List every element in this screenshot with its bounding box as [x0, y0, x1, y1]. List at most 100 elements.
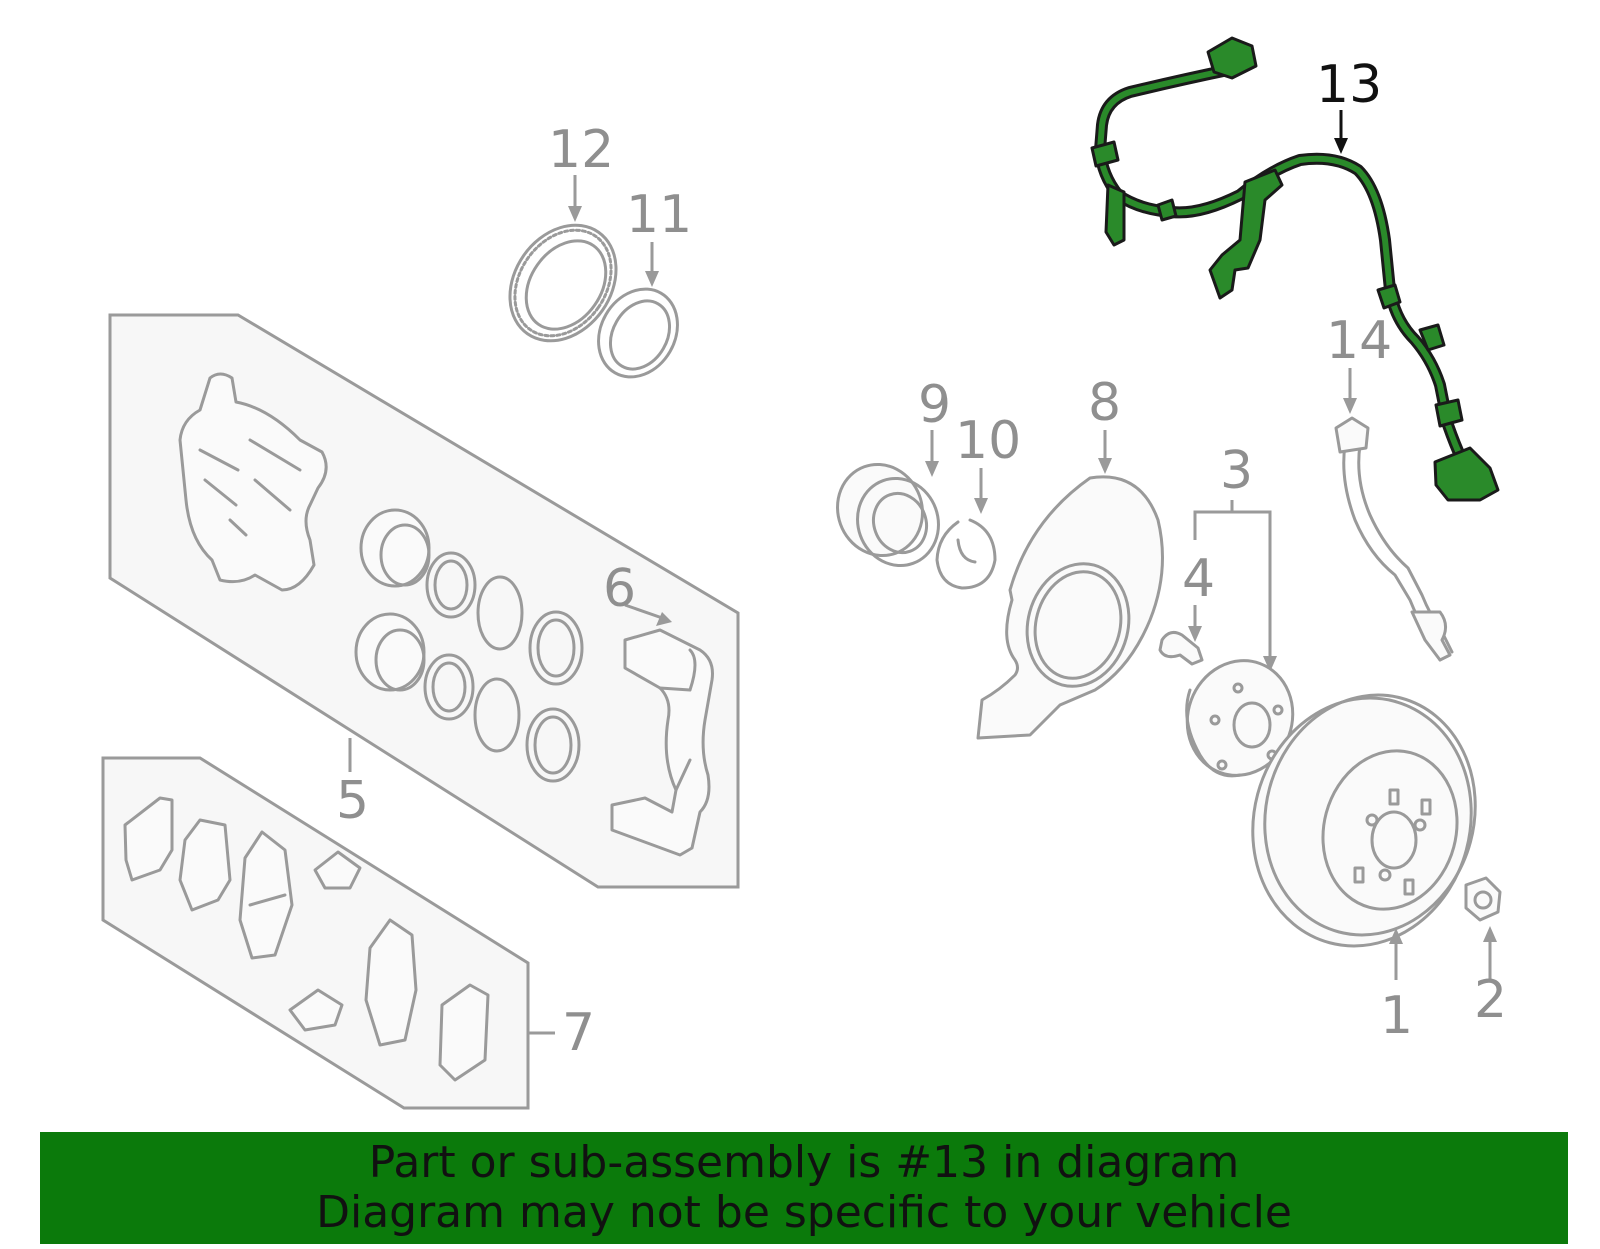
abs-sensor-group: 13 [1090, 36, 1500, 502]
arrow-8 [1098, 458, 1112, 474]
arrow-12 [568, 206, 582, 222]
sensor-grommet-1 [1090, 140, 1120, 168]
arrow-6 [656, 612, 672, 626]
seal-6-inner [533, 715, 573, 775]
callout-13: 13 [1316, 55, 1382, 115]
pad-clip-2 [288, 988, 344, 1032]
sensor-bracket-1 [1104, 183, 1126, 247]
arrow-1 [1389, 928, 1403, 944]
bearing-inner [872, 491, 928, 555]
seal-4-inner [431, 661, 467, 713]
arrow-13 [1334, 138, 1348, 154]
brake-hose-bracket [1410, 610, 1452, 662]
callout-6: 6 [603, 559, 636, 619]
pad-1 [178, 818, 232, 912]
rotor-group: 1 2 [1251, 693, 1507, 1046]
splash-shield-group: 8 [976, 373, 1164, 740]
ring-12-outer [508, 223, 618, 343]
sensor-connector [1206, 36, 1258, 80]
rotor-vent-4 [1403, 878, 1415, 896]
piston-lower-inner [374, 628, 426, 692]
rotor-center [1370, 810, 1418, 870]
sensor-head [1433, 446, 1500, 502]
arrow-10 [974, 498, 988, 514]
wheel-bolt [1158, 630, 1204, 666]
pad-2 [238, 830, 294, 960]
arrow-14 [1343, 398, 1357, 414]
banner-line-disclaimer: Diagram may not be specific to your vehi… [316, 1187, 1292, 1238]
bearing-group: 9 10 [836, 375, 1021, 590]
caliper-detail [198, 438, 302, 537]
pad-2-slot [248, 893, 287, 907]
brake-hose-group: 14 [1326, 311, 1454, 662]
splash-shield-hole-inner [1033, 570, 1123, 680]
snap-ring [935, 518, 997, 590]
ring-12-teeth [513, 228, 613, 338]
caliper-bracket [610, 628, 714, 857]
arrow-4 [1188, 626, 1202, 642]
rotor-edge [1263, 693, 1477, 937]
rotor-vent-1 [1388, 788, 1400, 806]
rotor-bolt-hole-1 [1365, 813, 1379, 827]
seal-rings-group: 12 11 [508, 120, 692, 379]
callout-3: 3 [1220, 441, 1253, 501]
seal-3-inner [536, 618, 576, 678]
arrow-11 [645, 271, 659, 287]
arrow-9 [925, 461, 939, 477]
sensor-wire [1097, 57, 1465, 463]
seal-6 [525, 707, 581, 783]
caliper-body [178, 372, 328, 592]
seal-4 [423, 653, 475, 721]
ring-12-inner [524, 239, 608, 331]
callout-5: 5 [336, 771, 369, 831]
hub-stud-1 [1232, 682, 1244, 694]
info-banner: Part or sub-assembly is #13 in diagram D… [40, 1132, 1568, 1244]
brake-pad-kit-group: 7 [101, 756, 595, 1110]
rotor-outer [1251, 696, 1473, 948]
seal-3 [528, 610, 584, 686]
hub-nut-hole [1473, 890, 1493, 910]
callout-7: 7 [562, 1003, 595, 1063]
hub-group: 3 4 [1158, 441, 1295, 778]
splash-shield [976, 475, 1164, 740]
sensor-clip-2 [1376, 283, 1402, 310]
sensor-wire-outline [1094, 54, 1468, 466]
seal-1 [425, 551, 477, 619]
bearing-outer [836, 462, 924, 558]
callout-12: 12 [548, 120, 614, 180]
hub-stud-5 [1209, 714, 1221, 726]
sensor-grommet-2 [1418, 323, 1446, 352]
callout-11: 11 [626, 185, 692, 245]
callout-9: 9 [918, 375, 951, 435]
banner-line-part-number: Part or sub-assembly is #13 in diagram [368, 1137, 1240, 1188]
rotor-hat [1321, 749, 1459, 911]
brake-hose-fitting-top [1334, 416, 1370, 454]
piston-upper [359, 508, 431, 588]
sensor-bracket-2 [1208, 168, 1284, 300]
pad-shim-1 [123, 796, 174, 882]
hub-stud-2 [1272, 704, 1284, 716]
rotor-bolt-hole-3 [1378, 868, 1392, 882]
seal-1-inner [433, 559, 469, 611]
arrow-3 [1263, 656, 1277, 672]
rotor-vent-3 [1353, 866, 1365, 884]
callout-14: 14 [1326, 311, 1392, 371]
hub-stud-4 [1216, 759, 1228, 771]
ring-11-outer [597, 287, 679, 379]
pad-clip-1 [313, 850, 362, 890]
arrow-2 [1483, 926, 1497, 942]
bearing-face [856, 476, 940, 568]
caliper-assembly-group: 5 6 [108, 313, 740, 889]
caliper-bracket-detail [658, 648, 697, 792]
splash-shield-hole [1025, 562, 1131, 688]
seal-5 [473, 677, 521, 753]
sensor-clip [1156, 198, 1178, 222]
piston-lower [354, 612, 426, 692]
callout-1: 1 [1380, 986, 1413, 1046]
callout-8: 8 [1088, 373, 1121, 433]
pad-3 [364, 918, 418, 1047]
seal-2 [476, 575, 524, 651]
callout-4: 4 [1182, 549, 1215, 609]
hub-nut [1464, 876, 1502, 922]
